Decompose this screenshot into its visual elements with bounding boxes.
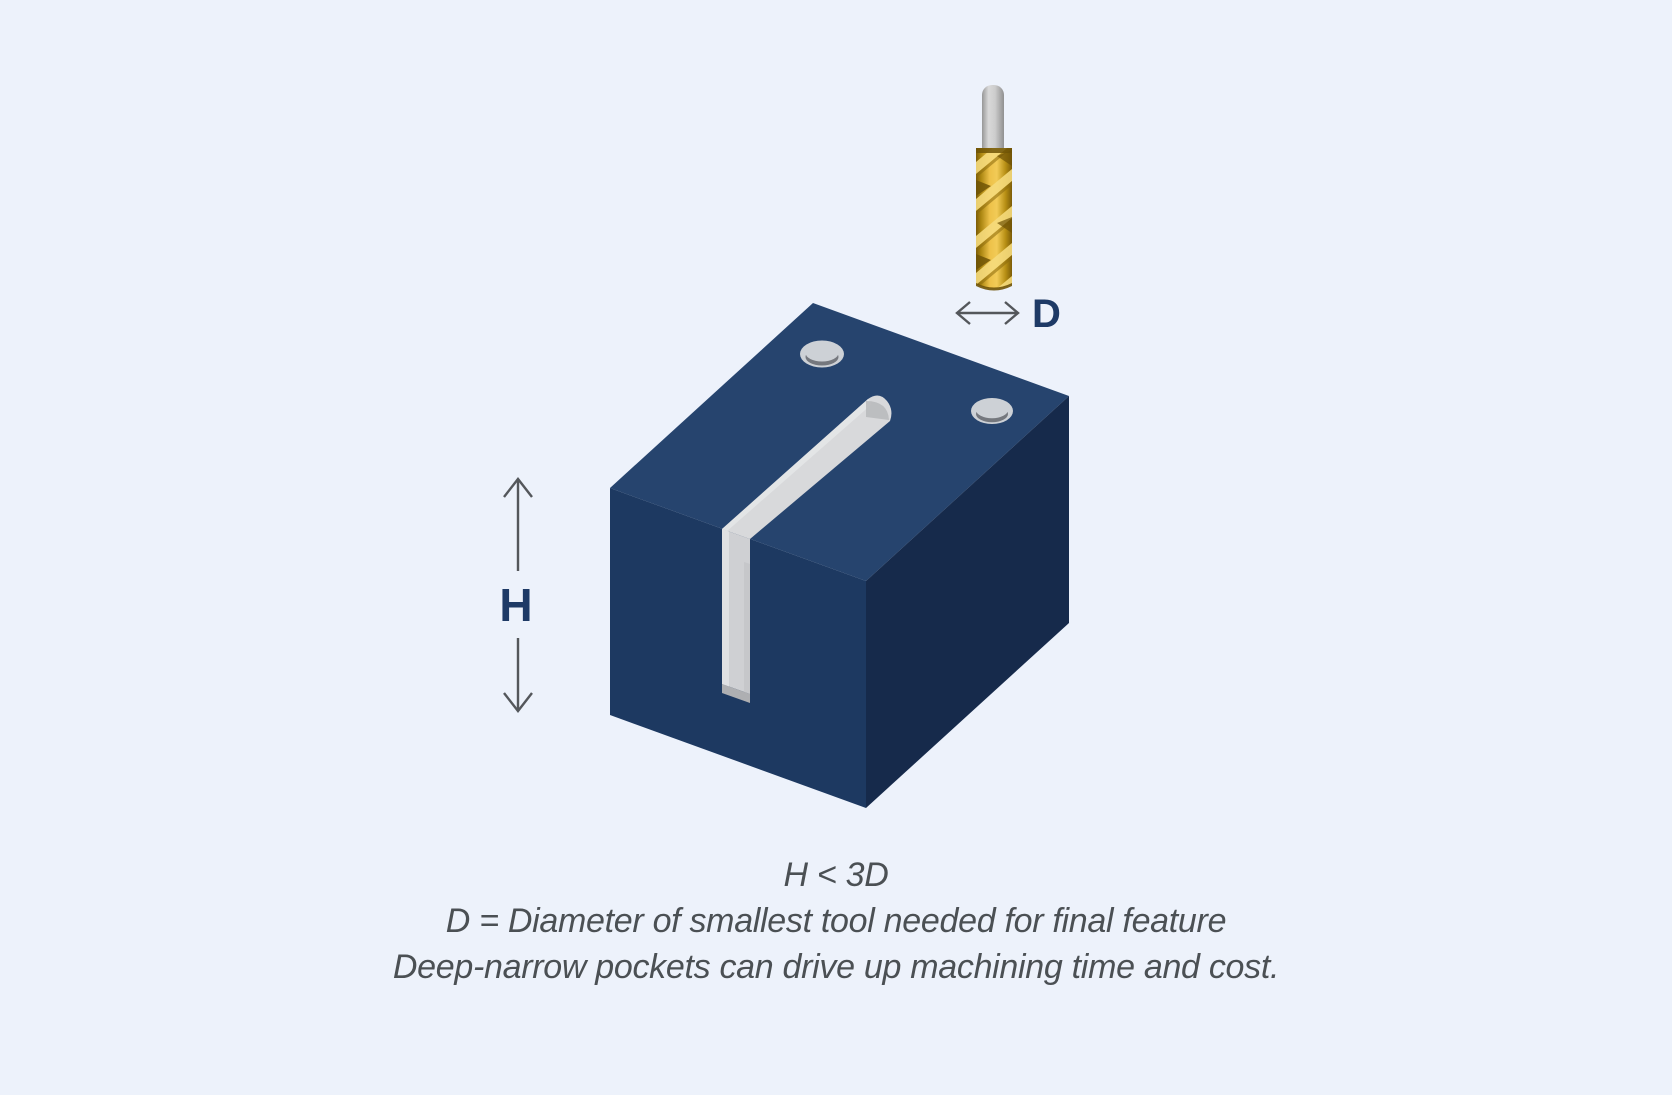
height-label: H (499, 579, 532, 631)
tool-flutes (976, 148, 1012, 291)
flute-notch (976, 180, 991, 196)
height-arrowhead-down (503, 692, 533, 713)
flute-stripe (976, 169, 1012, 211)
caption-line-2: D = Diameter of smallest tool needed for… (445, 902, 1227, 940)
slot-channel-highlight (722, 529, 729, 687)
slot-top-opening (722, 395, 892, 539)
hole-rim-inner (976, 401, 1008, 419)
flute-stripe-shadow (976, 181, 1012, 215)
end-mill-tool (976, 85, 1012, 291)
slot-end-wall (866, 401, 889, 420)
caption-line-3: Deep-narrow pockets can drive up machini… (392, 948, 1280, 986)
flute-notch (976, 254, 991, 270)
flute-stripe (976, 243, 1012, 285)
height-arrowhead-up (503, 477, 533, 498)
hole-2 (971, 398, 1013, 424)
tool-shank (982, 85, 1004, 157)
slot-channel-shadow (744, 562, 750, 694)
flute-stripe-shadow (976, 255, 1012, 289)
diameter-arrowhead-left (955, 301, 971, 325)
flute-bottom-edge (976, 283, 1012, 291)
hole-rim-inner (805, 344, 839, 362)
flute-notch (997, 150, 1012, 166)
slot-front-channel (722, 529, 750, 703)
block (610, 303, 1069, 808)
caption: H < 3D D = Diameter of smallest tool nee… (0, 852, 1672, 990)
hole-1 (800, 340, 844, 368)
diameter-dimension (955, 301, 1020, 325)
slot-channel-bottom (722, 684, 750, 703)
flute-top-cap (976, 148, 1012, 153)
slot-top-floor (722, 395, 892, 539)
caption-line-1: H < 3D (783, 856, 889, 894)
height-dimension (503, 477, 533, 713)
slot-top-highlight (722, 399, 872, 532)
block-right-face (866, 396, 1069, 808)
flute-stripe (976, 206, 1012, 248)
flute-notch (997, 217, 1012, 233)
diameter-arrowhead-right (1004, 301, 1020, 325)
diameter-label: D (1032, 292, 1061, 336)
